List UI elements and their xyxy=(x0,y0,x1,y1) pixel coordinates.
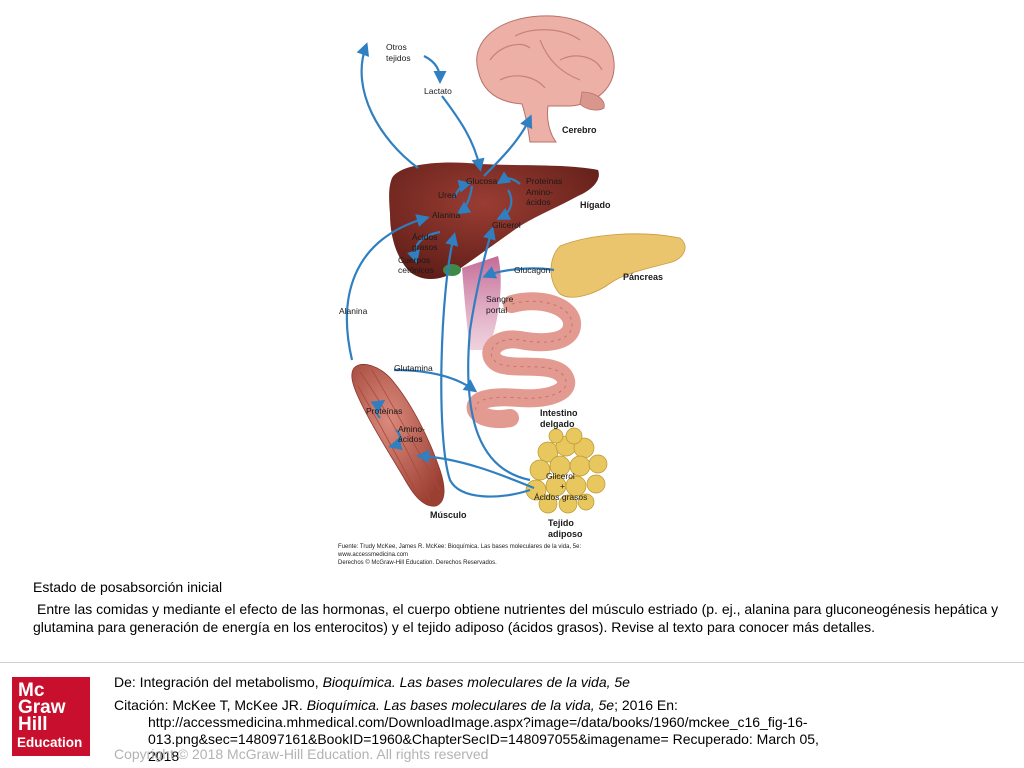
label-higado: Hígado xyxy=(580,200,611,210)
source-note: Fuente: Trudy McKee, James R. McKee: Bio… xyxy=(337,544,581,566)
citation-suffix: ; 2016 En: xyxy=(614,697,678,713)
label-glicerol-higado: Glicerol xyxy=(492,220,521,230)
citation: Citación: McKee T, McKee JR. Bioquímica.… xyxy=(114,697,834,765)
mcgraw-hill-logo: Mc Graw Hill Education xyxy=(12,677,90,756)
source-from: De: Integración del metabolismo, Bioquím… xyxy=(114,674,630,691)
label-acidos-grasos-1: Ácidos xyxy=(412,232,438,242)
metabolic-flow-arrows xyxy=(345,42,555,498)
copyright-notice: Copyright © 2018 McGraw-Hill Education. … xyxy=(114,746,489,762)
source-note-line-2: www.accessmedicina.com xyxy=(337,552,408,558)
label-glucosa: Glucosa xyxy=(466,176,497,186)
source-from-prefix: De: Integración del metabolismo, xyxy=(114,674,323,690)
label-urea: Urea xyxy=(438,190,457,200)
label-glucagon: Glucagon xyxy=(514,265,551,275)
logo-line-2: Graw xyxy=(18,697,66,718)
pancreas-illustration xyxy=(550,233,686,298)
label-aminoacidos-musculo-2: ácidos xyxy=(398,434,423,444)
adipose-illustration xyxy=(525,427,608,514)
portal-blood-vessel xyxy=(462,256,501,350)
label-otros-tejidos-1: Otros xyxy=(386,42,407,52)
label-aminoacidos-higado-2: ácidos xyxy=(526,197,551,207)
label-tejido-adiposo-2: adiposo xyxy=(548,529,583,539)
label-pancreas: Páncreas xyxy=(623,272,663,282)
label-cuerpos-cetonicos-1: Cuerpos xyxy=(398,255,430,265)
label-sangre-portal-1: Sangre xyxy=(486,294,514,304)
brain-illustration xyxy=(476,15,615,143)
logo-line-4: Education xyxy=(17,735,83,750)
label-aminoacidos-higado-1: Amino- xyxy=(526,187,553,197)
label-plus: + xyxy=(560,481,565,491)
caption-body-text: Entre las comidas y mediante el efecto d… xyxy=(33,601,999,635)
label-glutamina: Glutamina xyxy=(394,363,433,373)
label-tejido-adiposo-1: Tejido xyxy=(548,518,574,528)
source-from-title: Bioquímica. Las bases moleculares de la … xyxy=(322,674,630,690)
citation-url-1[interactable]: http://accessmedicina.mhmedical.com/Down… xyxy=(148,714,808,730)
logo-line-1: Mc xyxy=(18,680,45,701)
label-alanina-lado: Alanina xyxy=(339,306,368,316)
label-proteinas-higado: Proteínas xyxy=(526,176,562,186)
citation-prefix: Citación: McKee T, McKee JR. xyxy=(114,697,307,713)
diagram-labels: Otros tejidos Lactato Cerebro Glucosa Pr… xyxy=(339,42,663,539)
citation-url-2[interactable]: 013.png&sec=148097161&BookID=1960&Chapte… xyxy=(148,731,819,764)
label-proteinas-musculo: Proteínas xyxy=(366,406,402,416)
label-lactato: Lactato xyxy=(424,86,452,96)
label-intestino-2: delgado xyxy=(540,419,575,429)
caption-body: Entre las comidas y mediante el efecto d… xyxy=(33,600,1008,636)
caption-title: Estado de posabsorción inicial xyxy=(33,579,223,595)
label-cuerpos-cetonicos-2: cetónicos xyxy=(398,265,434,275)
label-sangre-portal-2: portal xyxy=(486,305,507,315)
label-musculo: Músculo xyxy=(430,510,467,520)
citation-title: Bioquímica. Las bases moleculares de la … xyxy=(306,697,615,713)
label-acidos-grasos-2: grasos xyxy=(412,242,438,252)
label-cerebro: Cerebro xyxy=(562,125,597,135)
label-intestino-1: Intestino xyxy=(540,408,578,418)
label-acidos-grasos-adiposo: Ácidos grasos xyxy=(534,492,587,502)
metabolism-diagram: Otros tejidos Lactato Cerebro Glucosa Pr… xyxy=(337,15,686,566)
footer-divider xyxy=(0,662,1024,663)
label-alanina-higado: Alanina xyxy=(432,210,461,220)
label-otros-tejidos-2: tejidos xyxy=(386,53,411,63)
logo-line-3: Hill xyxy=(18,714,48,735)
label-glicerol-adiposo: Glicerol xyxy=(546,471,575,481)
source-note-line-1: Fuente: Trudy McKee, James R. McKee: Bio… xyxy=(338,544,581,550)
label-aminoacidos-musculo-1: Amino- xyxy=(398,424,425,434)
source-note-line-3: Derechos © McGraw-Hill Education. Derech… xyxy=(338,559,497,566)
